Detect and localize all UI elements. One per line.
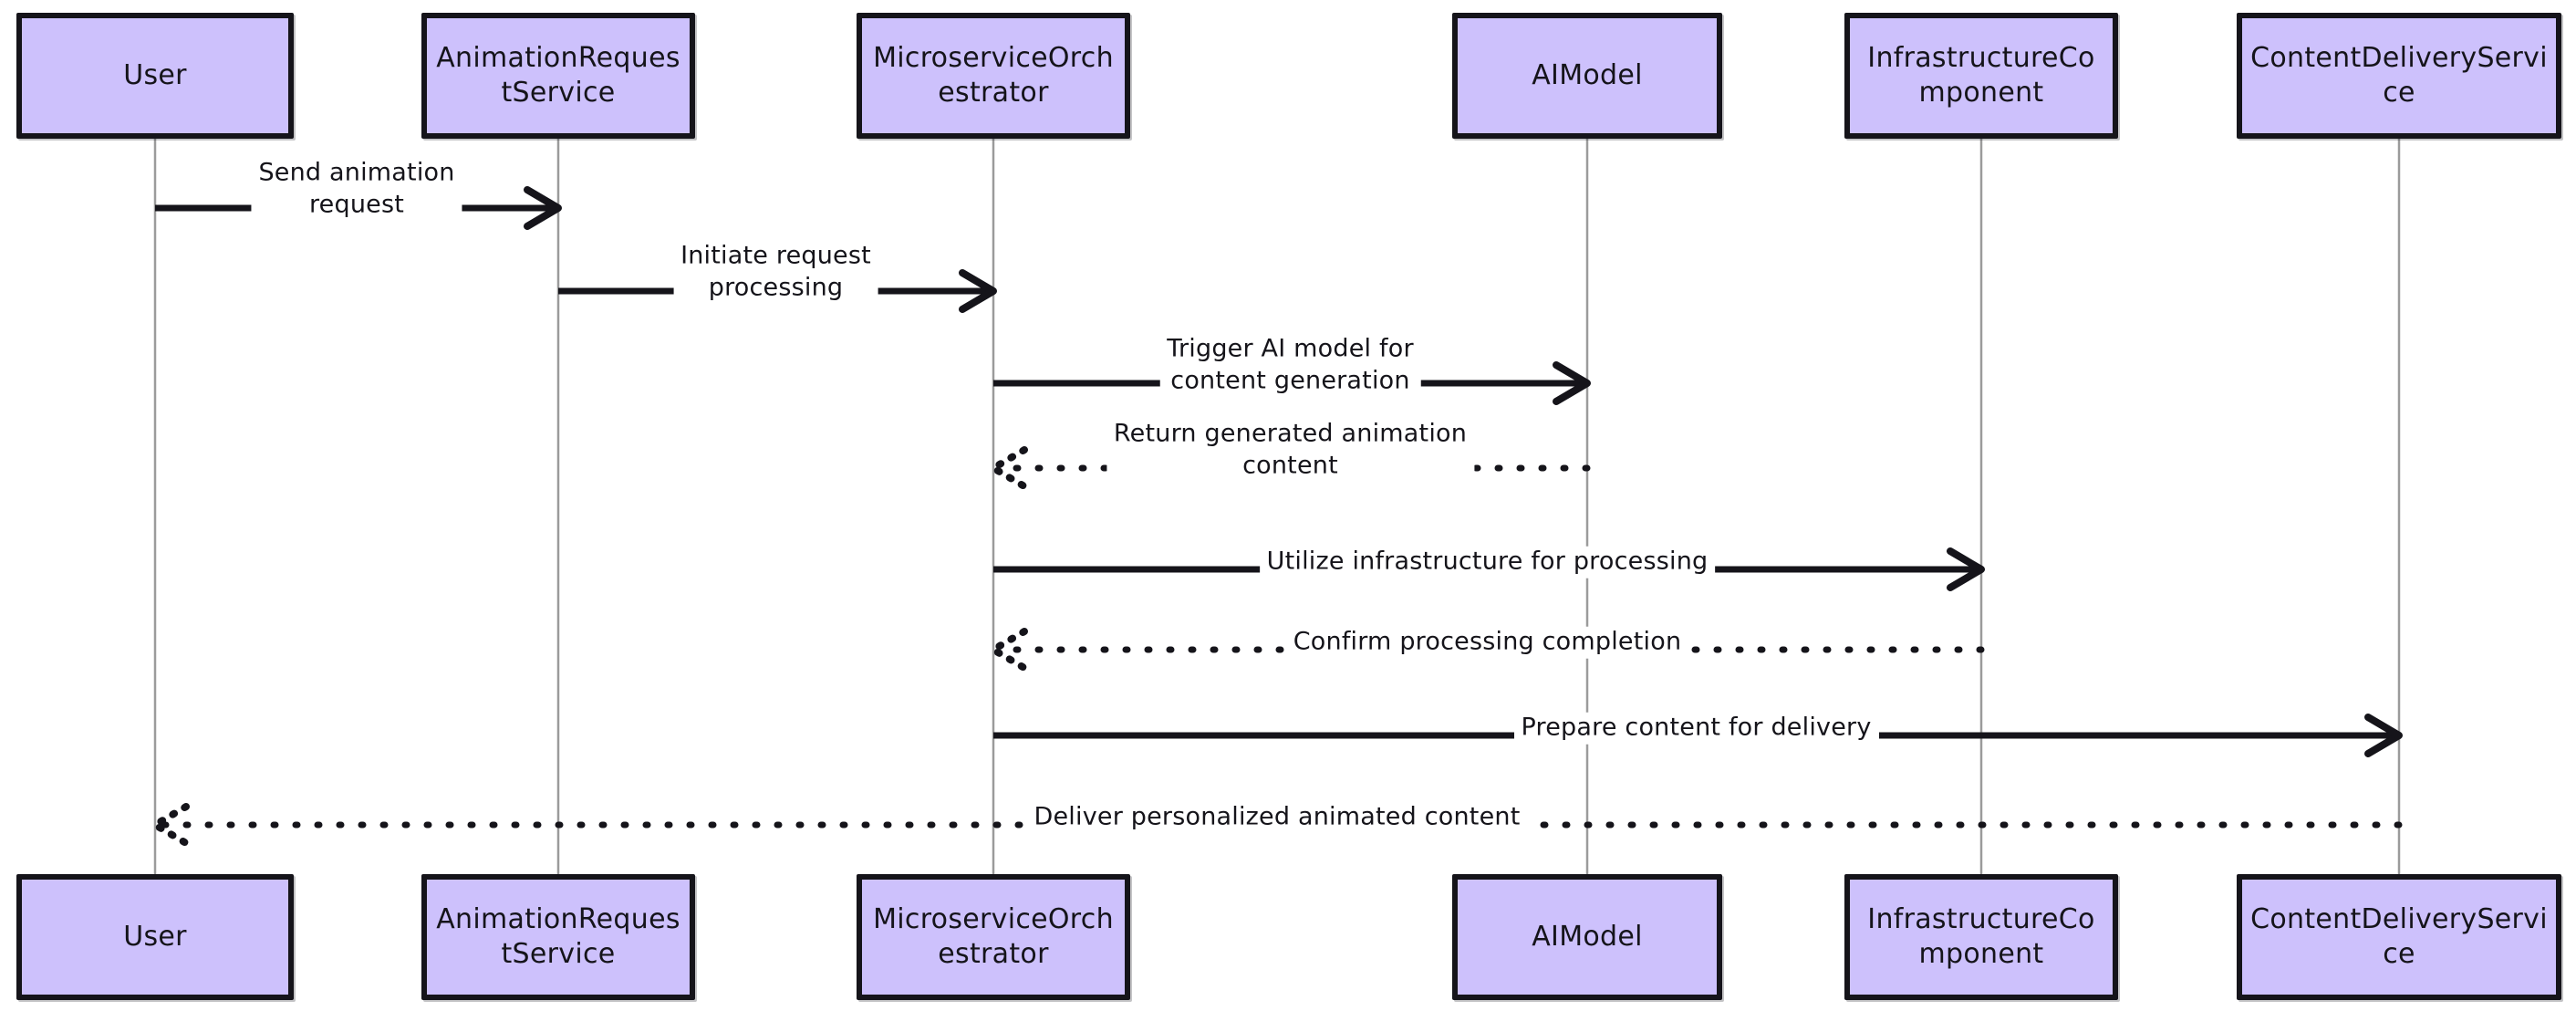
actor-box-top-microservice-orchestrator[interactable]: MicroserviceOrchestrator bbox=[857, 13, 1130, 139]
actor-label-ai-model: AIModel bbox=[1532, 58, 1643, 91]
actor-label-content-delivery-service: ContentDeliveryService bbox=[2250, 41, 2548, 109]
message-label-trigger-ai-model-for-content-generation: Trigger AI model for content generation bbox=[1159, 333, 1421, 397]
message-label-utilize-infrastructure-for-processing: Utilize infrastructure for processing bbox=[1259, 546, 1716, 578]
message-label-send-animation-request: Send animation request bbox=[251, 157, 462, 221]
actor-box-bottom-microservice-orchestrator[interactable]: MicroserviceOrchestrator bbox=[857, 874, 1130, 1000]
actor-label-animation-request-service: AnimationRequestService bbox=[436, 41, 680, 109]
lifeline-group bbox=[153, 139, 2401, 874]
actor-box-bottom-animation-request-service[interactable]: AnimationRequestService bbox=[421, 874, 695, 1000]
actor-label-user: User bbox=[123, 58, 187, 91]
actor-label-microservice-orchestrator: MicroserviceOrchestrator bbox=[873, 902, 1114, 970]
message-arrowhead-initiate-request-processing bbox=[959, 269, 997, 313]
message-arrowhead-confirm-processing-completion bbox=[990, 628, 1028, 672]
message-arrowhead-deliver-personalized-animated-content bbox=[151, 803, 190, 847]
actor-label-microservice-orchestrator: MicroserviceOrchestrator bbox=[873, 41, 1114, 109]
actor-label-content-delivery-service: ContentDeliveryService bbox=[2250, 902, 2548, 970]
message-arrowhead-send-animation-request bbox=[524, 186, 562, 230]
actor-label-animation-request-service: AnimationRequestService bbox=[436, 902, 680, 970]
actor-box-top-infrastructure-component[interactable]: InfrastructureComponent bbox=[1844, 13, 2118, 139]
message-arrowhead-return-generated-animation-content bbox=[990, 446, 1028, 490]
message-arrowhead-trigger-ai-model-for-content-generation bbox=[1553, 361, 1591, 405]
actor-label-ai-model: AIModel bbox=[1532, 920, 1643, 953]
actor-label-infrastructure-component: InfrastructureComponent bbox=[1867, 902, 2095, 970]
actor-box-bottom-ai-model[interactable]: AIModel bbox=[1452, 874, 1722, 1000]
actor-box-bottom-user[interactable]: User bbox=[16, 874, 294, 1000]
message-label-confirm-processing-completion: Confirm processing completion bbox=[1285, 626, 1689, 659]
message-line-group bbox=[151, 186, 2403, 847]
actor-box-bottom-infrastructure-component[interactable]: InfrastructureComponent bbox=[1844, 874, 2118, 1000]
actor-label-infrastructure-component: InfrastructureComponent bbox=[1867, 41, 2095, 109]
actor-box-top-content-delivery-service[interactable]: ContentDeliveryService bbox=[2237, 13, 2561, 139]
message-label-deliver-personalized-animated-content: Deliver personalized animated content bbox=[1026, 801, 1528, 834]
actor-box-top-ai-model[interactable]: AIModel bbox=[1452, 13, 1722, 139]
message-arrowhead-prepare-content-for-delivery bbox=[2364, 714, 2403, 757]
actor-box-bottom-content-delivery-service[interactable]: ContentDeliveryService bbox=[2237, 874, 2561, 1000]
actor-box-top-animation-request-service[interactable]: AnimationRequestService bbox=[421, 13, 695, 139]
message-arrowhead-utilize-infrastructure-for-processing bbox=[1947, 547, 1985, 591]
message-label-initiate-request-processing: Initiate request processing bbox=[673, 240, 878, 304]
actor-label-user: User bbox=[123, 920, 187, 953]
message-label-return-generated-animation-content: Return generated animation content bbox=[1106, 418, 1475, 482]
message-label-prepare-content-for-delivery: Prepare content for delivery bbox=[1513, 712, 1879, 745]
actor-box-top-user[interactable]: User bbox=[16, 13, 294, 139]
